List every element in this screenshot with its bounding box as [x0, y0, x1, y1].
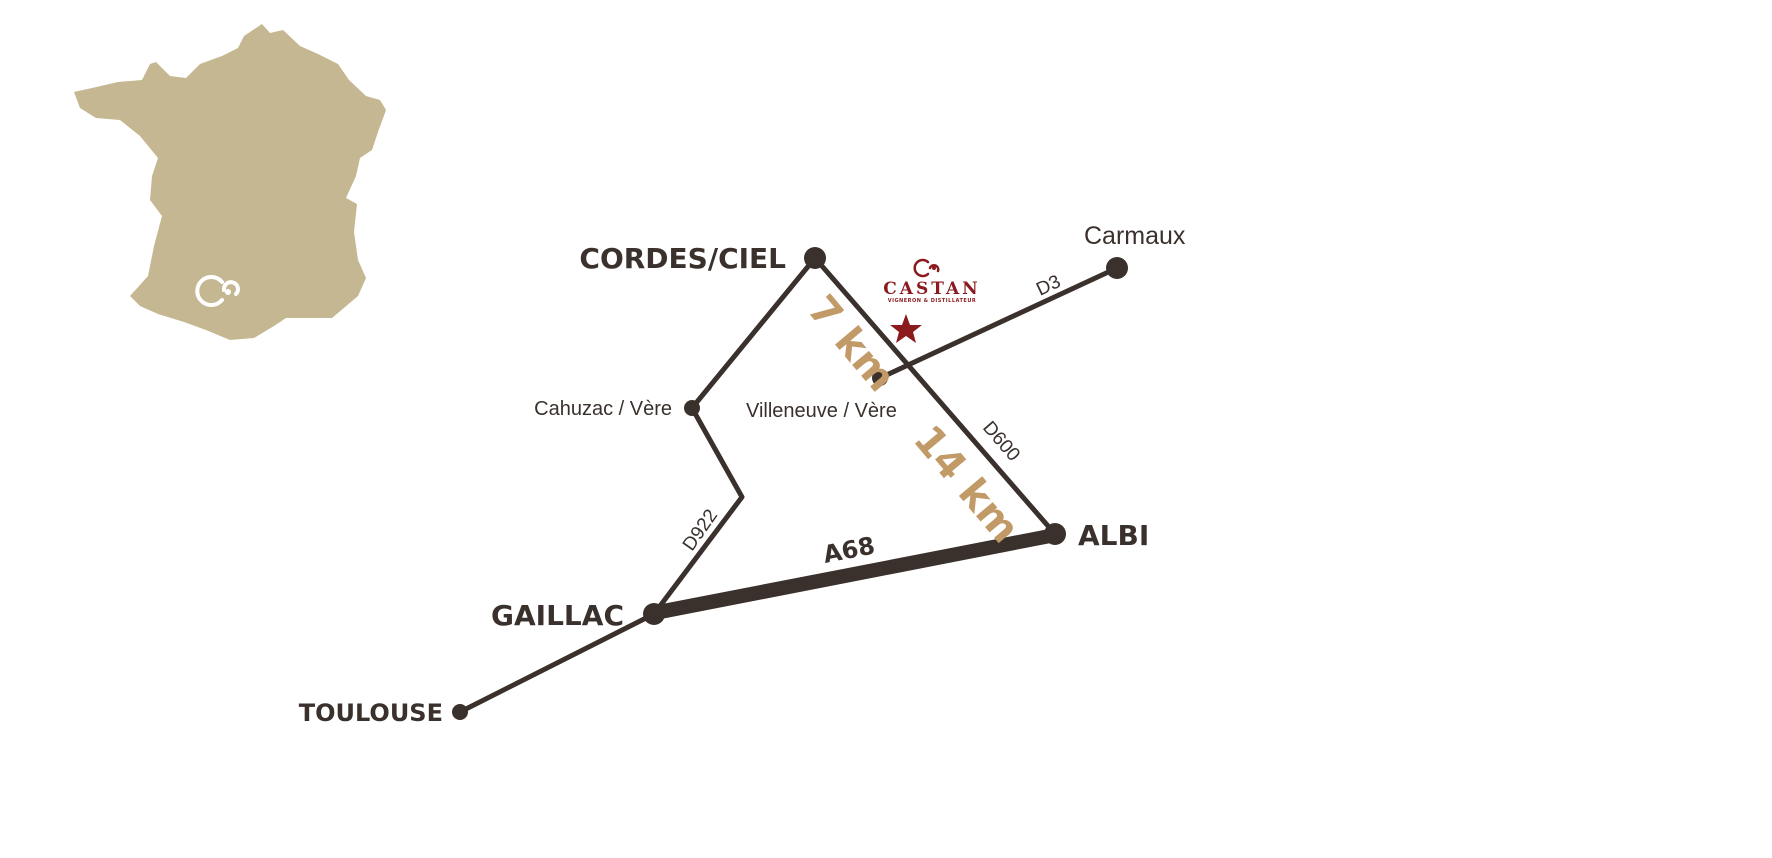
- city-dot-cordes: [804, 247, 826, 269]
- castan-monogram-icon: [195, 275, 240, 307]
- city-dot-gaillac: [643, 603, 665, 625]
- road-toulouse-gaillac: [457, 611, 657, 715]
- road-label-a68: A68: [821, 531, 877, 568]
- brand-tagline: VIGNERON & DISTILLATEUR: [888, 298, 977, 304]
- castan-logo-monogram-icon: [913, 258, 940, 278]
- city-label-gaillac: GAILLAC: [491, 599, 624, 632]
- castan-logo: CASTAN VIGNERON & DISTILLATEUR: [883, 258, 980, 304]
- city-label-cahuzac: Cahuzac / Vère: [534, 398, 672, 420]
- city-dot-cahuzac: [684, 400, 700, 416]
- city-label-toulouse: TOULOUSE: [299, 699, 443, 727]
- road-d600: [812, 255, 1058, 537]
- city-dot-carmaux: [1106, 257, 1128, 279]
- france-inset-map: [74, 24, 386, 340]
- city-label-cordes: CORDES/CIEL: [579, 242, 786, 275]
- road-label-d600: D600: [978, 418, 1024, 466]
- brand-name: CASTAN: [883, 279, 980, 299]
- city-dot-villeneuve: [872, 370, 888, 386]
- city-markers: [452, 247, 1128, 720]
- city-dot-albi: [1044, 523, 1066, 545]
- road-network: [457, 255, 1120, 715]
- road-a68: [652, 528, 1056, 620]
- city-dot-toulouse: [452, 704, 468, 720]
- star-icon: [890, 314, 922, 343]
- france-outline-icon: [74, 24, 386, 340]
- city-label-carmaux: Carmaux: [1084, 222, 1186, 250]
- road-d3: [877, 265, 1120, 381]
- city-label-albi: ALBI: [1078, 519, 1149, 552]
- road-cordes-cahuzac-gaillac: [651, 255, 818, 617]
- city-label-villeneuve: Villeneuve / Vère: [746, 400, 897, 422]
